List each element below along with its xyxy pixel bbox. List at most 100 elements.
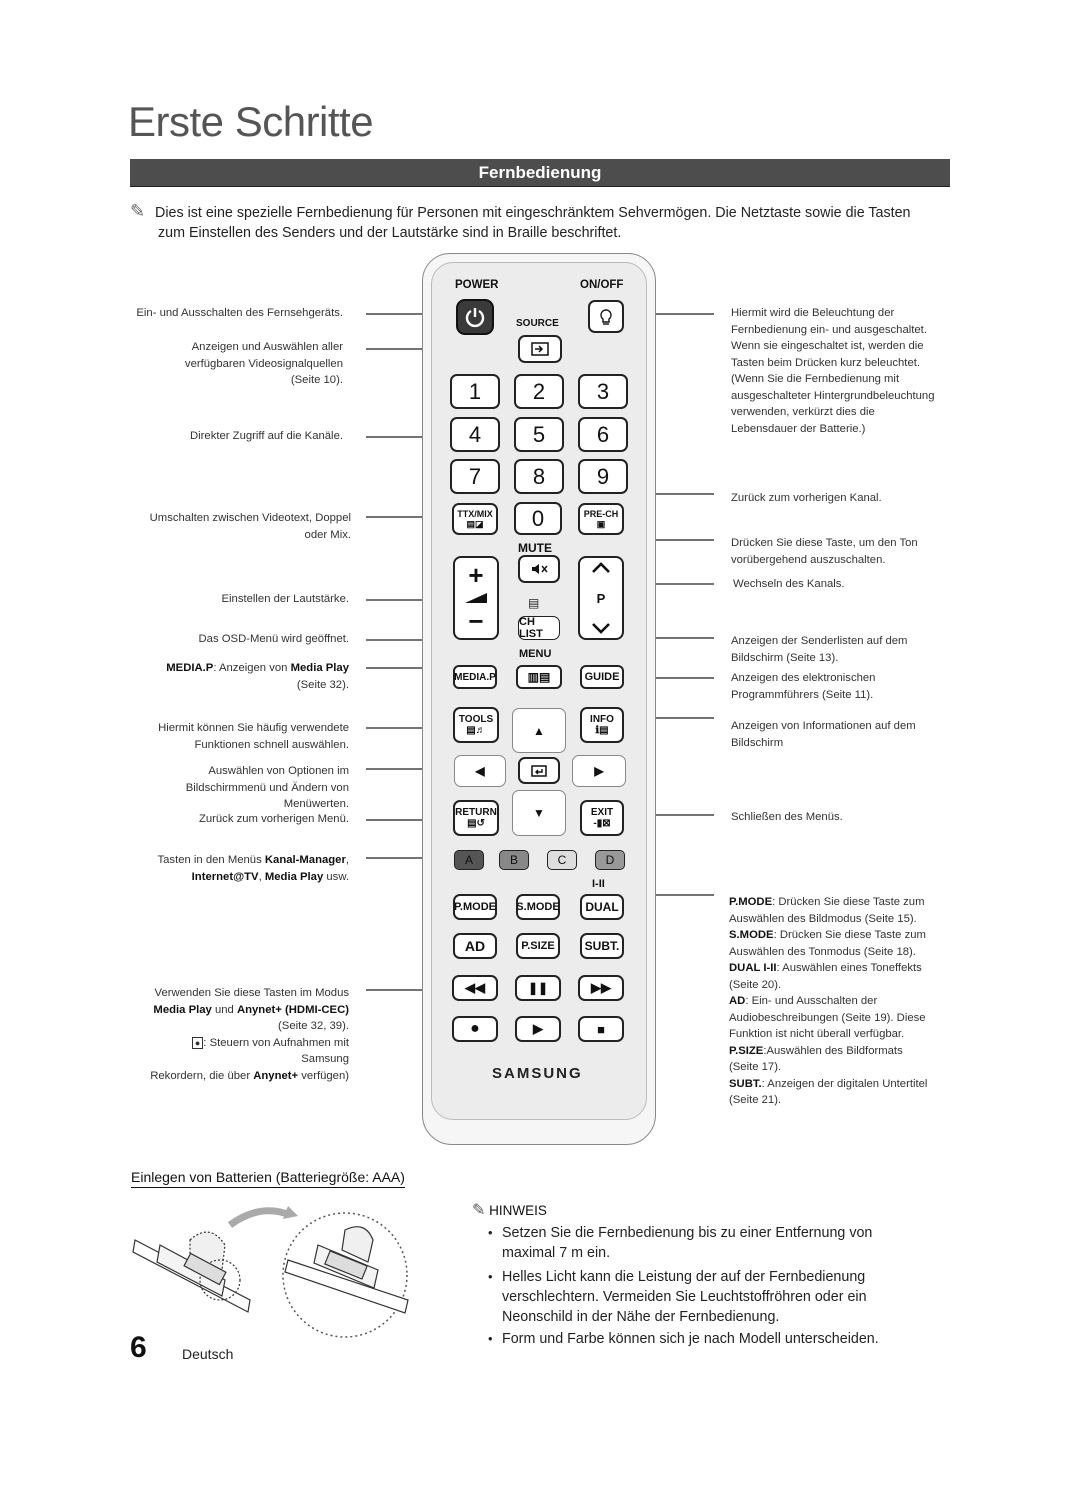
nav-up-button[interactable]: ▲ (512, 708, 566, 753)
p-mode-button[interactable]: P.MODE (453, 894, 497, 920)
ttx-icon: ▤◪ (466, 518, 484, 529)
pre-ch-button[interactable]: PRE-CH▣ (578, 503, 624, 535)
power-button[interactable] (456, 299, 494, 335)
channel-up-icon (592, 562, 610, 573)
rewind-button[interactable]: ◀◀ (452, 975, 498, 1001)
mute-button[interactable] (518, 555, 560, 583)
page-title: Erste Schritte (128, 98, 374, 145)
return-label: RETURN (455, 807, 497, 818)
guide-button[interactable]: GUIDE (580, 665, 624, 689)
label-volume: Einstellen der Lautstärke. (221, 593, 349, 605)
volume-up-icon: + (468, 560, 484, 590)
stop-icon: ■ (597, 1021, 605, 1037)
key-5[interactable]: 5 (514, 417, 564, 452)
label-media-p: MEDIA.P: Anzeigen von Media Play(Seite 3… (166, 662, 349, 691)
mute-icon (532, 564, 548, 574)
info-icon: ℹ▤ (595, 725, 609, 736)
volume-rocker[interactable]: + − (453, 556, 499, 640)
tools-icon: ▤♬ (466, 725, 486, 736)
key-6[interactable]: 6 (578, 417, 628, 452)
menu-icon: ▥▤ (527, 670, 551, 684)
light-button[interactable] (588, 300, 624, 333)
exit-icon: -▮⊠ (593, 818, 611, 829)
label-color-keys: Tasten in den Menüs Kanal-Manager,Intern… (157, 854, 349, 883)
teletext-icon: ▤ (528, 596, 540, 610)
dual-button[interactable]: DUAL (580, 894, 624, 920)
power-label: POWER (455, 279, 499, 291)
stop-button[interactable]: ■ (578, 1016, 624, 1042)
source-label: SOURCE (516, 318, 559, 329)
media-p-button[interactable]: MEDIA.P (453, 665, 497, 689)
note-pencil-icon: ✎ (130, 201, 146, 221)
note-pencil-icon: ✎ (472, 1202, 486, 1219)
ch-list-button[interactable]: CH LIST (518, 616, 560, 640)
record-small-icon: ● (191, 1036, 204, 1049)
label-exit: Schließen des Menüs. (731, 811, 843, 823)
key-9[interactable]: 9 (578, 459, 628, 494)
source-button[interactable] (518, 335, 562, 363)
arrow-left-icon: ◀ (475, 764, 485, 778)
note-item-3: Form und Farbe können sich je nach Model… (488, 1329, 922, 1349)
nav-right-button[interactable]: ▶ (572, 755, 626, 787)
key-8[interactable]: 8 (514, 459, 564, 494)
key-2[interactable]: 2 (514, 374, 564, 409)
exit-button[interactable]: EXIT-▮⊠ (580, 800, 624, 836)
color-key-b[interactable]: B (499, 850, 529, 870)
key-7[interactable]: 7 (450, 459, 500, 494)
nav-left-button[interactable]: ◀ (454, 755, 506, 787)
enter-button[interactable] (518, 757, 560, 784)
key-3[interactable]: 3 (578, 374, 628, 409)
ad-button[interactable]: AD (453, 933, 497, 959)
arrow-down-icon: ▼ (533, 806, 545, 820)
pre-ch-label: PRE-CH (583, 508, 619, 519)
color-key-a[interactable]: A (454, 850, 484, 870)
tools-label: TOOLS (458, 714, 494, 725)
key-0[interactable]: 0 (514, 502, 562, 535)
label-numbers: Direkter Zugriff auf die Kanäle. (189, 430, 343, 442)
label-return: Zurück zum vorherigen Menü. (198, 813, 349, 825)
battery-illustration (132, 1206, 409, 1338)
nav-down-button[interactable]: ▼ (512, 790, 566, 836)
prech-icon: ▣ (596, 518, 606, 529)
play-button[interactable]: ▶ (515, 1016, 561, 1042)
subt-button[interactable]: SUBT. (580, 933, 624, 959)
pause-icon: ❚❚ (527, 981, 549, 995)
key-4[interactable]: 4 (450, 417, 500, 452)
fast-forward-icon: ▶▶ (591, 980, 611, 995)
power-icon (465, 308, 485, 328)
key-1[interactable]: 1 (450, 374, 500, 409)
channel-rocker[interactable]: P (578, 556, 624, 640)
intro-line-2: zum Einstellen des Senders und der Lauts… (158, 225, 622, 241)
color-key-c[interactable]: C (547, 850, 577, 870)
exit-label: EXIT (590, 807, 614, 818)
fast-forward-button[interactable]: ▶▶ (578, 975, 624, 1001)
pause-button[interactable]: ❚❚ (515, 975, 561, 1001)
return-icon: ▤↺ (467, 818, 485, 829)
menu-label: MENU (519, 648, 552, 660)
color-key-d[interactable]: D (595, 850, 625, 870)
section-heading: Fernbedienung (130, 159, 950, 187)
record-button[interactable]: ● (452, 1016, 498, 1042)
page-number: 6 (130, 1331, 147, 1364)
ttx-mix-button[interactable]: TTX/MIX▤◪ (452, 503, 498, 535)
record-icon: ● (470, 1020, 480, 1037)
mute-label: MUTE (518, 541, 552, 555)
bulb-icon (600, 308, 612, 325)
source-icon (531, 342, 549, 356)
menu-button[interactable]: ▥▤ (516, 665, 562, 689)
arrow-right-icon: ▶ (594, 764, 604, 778)
p-size-button[interactable]: P.SIZE (516, 933, 560, 959)
note-heading: ✎ HINWEIS (472, 1202, 547, 1219)
return-button[interactable]: RETURN▤↺ (453, 800, 499, 836)
tools-button[interactable]: TOOLS▤♬ (453, 707, 499, 743)
s-mode-button[interactable]: S.MODE (516, 894, 560, 920)
